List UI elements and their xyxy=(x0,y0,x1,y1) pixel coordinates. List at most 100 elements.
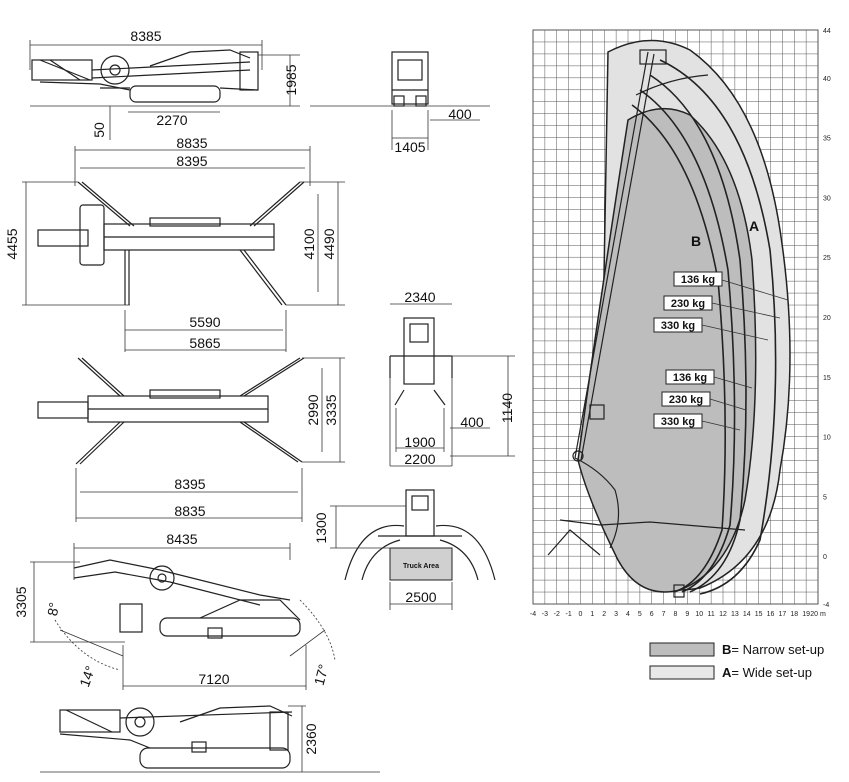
machine-truck-area xyxy=(344,489,496,581)
dim-front2-outer-width: 2200 xyxy=(404,451,435,467)
dim-plan2-inner-width: 8395 xyxy=(174,476,205,492)
x-tick-label: 19 xyxy=(802,611,810,618)
dim-front2-height: 1140 xyxy=(499,393,515,423)
x-tick-label: 18 xyxy=(790,611,798,618)
dim-side-length: 8385 xyxy=(130,28,161,44)
legend-swatch-b xyxy=(649,642,715,657)
dim-side-height: 1985 xyxy=(283,64,299,95)
x-tick-label: 8 xyxy=(674,611,678,618)
x-tick-label: 16 xyxy=(767,611,775,618)
x-tick-label: 7 xyxy=(662,611,666,618)
load-labels-wide: 136 kg 230 kg 330 kg xyxy=(653,271,789,341)
x-tick-label: 11 xyxy=(707,611,714,618)
dim-compact-height: 2360 xyxy=(303,723,319,754)
x-tick-label: 4 xyxy=(626,611,630,618)
x-tick-label: 1 xyxy=(590,611,594,618)
chart-boom xyxy=(547,49,746,598)
machine-front-folded xyxy=(391,51,429,107)
dim-slope-angle-right: 17° xyxy=(311,662,332,687)
dim-front2-offset: 400 xyxy=(460,414,484,430)
dim-plan1-outer-width: 5865 xyxy=(189,335,220,351)
legend-item-b: B= Narrow set-up xyxy=(722,642,824,657)
y-tick-label: 10 xyxy=(823,435,831,442)
load-narrow-230: 230 kg xyxy=(669,394,703,406)
dim-slope-base: 7120 xyxy=(198,671,229,687)
y-tick-label: 15 xyxy=(823,375,831,382)
dim-plan1-left-height: 4455 xyxy=(4,228,20,259)
x-tick-label: -3 xyxy=(542,611,548,618)
dim-track-length: 2270 xyxy=(156,112,187,128)
zone-a-label: A xyxy=(749,218,759,234)
slope-side-view: 8435 3305 8° 14° 17° 7120 xyxy=(13,531,336,690)
dim-slope-length: 8435 xyxy=(166,531,197,547)
front-view-outriggers: 2340 1140 400 1900 2200 xyxy=(389,289,515,467)
load-narrow-330: 330 kg xyxy=(661,416,695,428)
load-wide-230: 230 kg xyxy=(671,298,705,310)
x-tick-label: 14 xyxy=(743,611,751,618)
dim-slope-angle-front: 8° xyxy=(44,601,62,617)
legend-key-a: A xyxy=(722,665,732,680)
truck-area-box xyxy=(389,547,453,581)
machine-side-folded xyxy=(31,49,259,103)
dim-truck-height: 1300 xyxy=(313,512,329,543)
x-tick-label: 9 xyxy=(685,611,689,618)
x-tick-label: -1 xyxy=(566,611,572,618)
load-curve-2 xyxy=(639,89,736,593)
load-wide-330: 330 kg xyxy=(661,320,695,332)
truck-area-view: Truck Area 1300 2500 xyxy=(313,489,496,610)
machine-plan-wide xyxy=(37,181,305,306)
dim-front-width: 1405 xyxy=(394,139,425,155)
y-tick-label: 20 xyxy=(823,315,831,322)
x-tick-label: -4 xyxy=(530,611,536,618)
legend-key-b: B xyxy=(722,642,731,657)
zone-b-label: B xyxy=(691,233,701,249)
y-tick-label: 35 xyxy=(823,136,831,143)
y-tick-label: 5 xyxy=(823,494,827,501)
dim-slope-angle-left: 14° xyxy=(76,664,98,689)
x-tick-label: 13 xyxy=(731,611,739,618)
dim-plan1-inner-height: 4100 xyxy=(301,228,317,259)
front-view-folded: 1405 400 xyxy=(310,51,490,155)
legend-text-a: = Wide set-up xyxy=(731,665,812,680)
load-labels-narrow: 136 kg 230 kg 330 kg xyxy=(653,369,753,431)
dim-outrig-inner-span: 8395 xyxy=(176,153,207,169)
legend-swatch-a xyxy=(649,665,715,680)
x-tick-label: 17 xyxy=(778,611,786,618)
x-tick-label: 5 xyxy=(638,611,642,618)
legend-text-b: = Narrow set-up xyxy=(731,642,824,657)
load-curve-1 xyxy=(649,74,747,593)
dim-front-offset: 400 xyxy=(448,106,472,122)
machine-plan-narrow xyxy=(37,357,305,465)
load-wide-136: 136 kg xyxy=(681,274,715,286)
dim-front2-inner-width: 1900 xyxy=(404,434,435,450)
dim-truck-width: 2500 xyxy=(405,589,436,605)
working-range-chart: B A 136 kg 230 kg 330 kg 136 kg 230 kg 3… xyxy=(530,28,831,618)
dim-plan1-outer-height: 4490 xyxy=(321,228,337,259)
x-tick-label: 6 xyxy=(650,611,654,618)
y-tick-label: 30 xyxy=(823,195,831,202)
x-tick-label: 20 m xyxy=(810,611,826,618)
x-tick-label: 15 xyxy=(755,611,763,618)
load-narrow-136: 136 kg xyxy=(673,372,707,384)
x-tick-label: 3 xyxy=(614,611,618,618)
y-tick-label: 44 xyxy=(823,28,831,35)
x-tick-label: -2 xyxy=(554,611,560,618)
y-tick-label: 40 xyxy=(823,76,831,83)
x-tick-label: 2 xyxy=(602,611,606,618)
load-curve-3 xyxy=(631,104,726,593)
dim-outrig-outer-span: 8835 xyxy=(176,135,207,151)
truck-area-label: Truck Area xyxy=(403,563,439,570)
x-tick-label: 10 xyxy=(695,611,703,618)
dim-plan2-inner-height: 2990 xyxy=(305,394,321,425)
legend-item-a: A= Wide set-up xyxy=(722,665,812,680)
plan-view-wide: 8835 8395 4455 4100 4490 xyxy=(4,135,345,352)
dim-front2-top-width: 2340 xyxy=(404,289,435,305)
plan-view-narrow: 2990 3335 8395 8835 xyxy=(37,357,345,522)
dim-plan1-inner-width: 5590 xyxy=(189,314,220,330)
dim-ground-clearance: 50 xyxy=(91,122,107,138)
legend: B= Narrow set-up A= Wide set-up xyxy=(649,642,824,680)
machine-front-outriggers xyxy=(389,317,453,406)
